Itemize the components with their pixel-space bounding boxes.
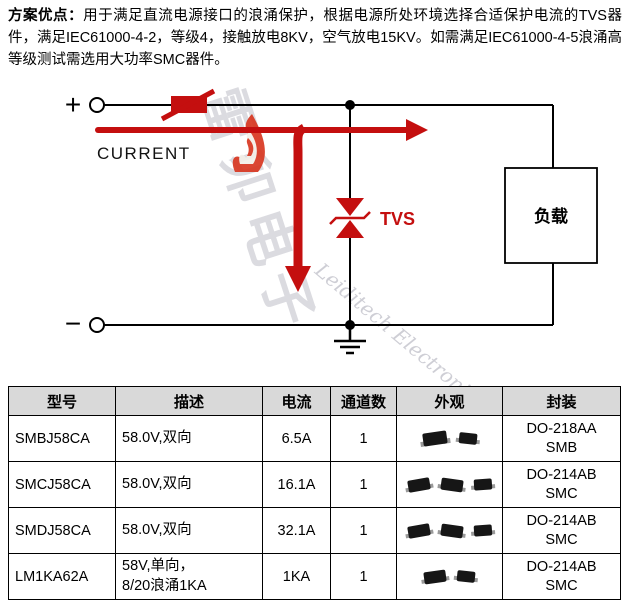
minus-label: − <box>65 308 81 339</box>
col-header-package: 封装 <box>502 386 621 416</box>
current-label: CURRENT <box>97 144 191 163</box>
smd-package-icon <box>436 477 466 492</box>
circuit-diagram: + − CURRENT TVS 负载 <box>65 88 598 355</box>
package-name: DO-214AB <box>526 558 597 575</box>
package-name: DO-214AB <box>526 466 597 483</box>
fuse-icon <box>160 88 216 122</box>
description-cell: 58V,单向， 8/20浪涌1KA <box>115 553 263 600</box>
current-cell: 6.5A <box>262 415 331 462</box>
current-cell: 1KA <box>262 553 331 600</box>
channels-cell: 1 <box>330 507 397 554</box>
channels-cell: 1 <box>330 553 397 600</box>
smd-package-icon <box>420 430 451 447</box>
current-arrow <box>95 119 428 141</box>
smd-package-icon <box>436 523 466 538</box>
table-row: SMCJ58CA 58.0V,双向 16.1A 1 <box>8 461 621 508</box>
current-cell: 32.1A <box>262 507 331 554</box>
appearance-cell <box>396 553 503 600</box>
description-line1: 58V,单向， <box>122 557 194 574</box>
table-row: SMDJ58CA 58.0V,双向 32.1A 1 <box>8 507 621 554</box>
description-line1: 58.0V,双向 <box>122 429 192 446</box>
minus-terminal-icon <box>89 317 105 333</box>
description-line2: 8/20浪涌1KA <box>122 577 207 594</box>
tvs-label: TVS <box>380 209 415 229</box>
scheme-advantage-label: 方案优点： <box>8 8 84 24</box>
smd-package-icon <box>404 476 434 493</box>
smd-package-icon <box>453 569 478 583</box>
current-cell: 16.1A <box>262 461 331 508</box>
channels-cell: 1 <box>330 415 397 462</box>
package-type: SMC <box>545 577 578 594</box>
smd-package-icon <box>470 478 495 490</box>
load-label: 负载 <box>534 206 568 226</box>
appearance-cell <box>396 461 503 508</box>
table-row: LM1KA62A 58V,单向， 8/20浪涌1KA 1KA 1 DO-214A… <box>8 553 621 600</box>
package-cell: DO-214AB SMC <box>502 461 621 508</box>
package-type: SMC <box>545 531 578 548</box>
col-header-model: 型号 <box>8 386 116 416</box>
table-row: SMBJ58CA 58.0V,双向 6.5A 1 DO-218AA <box>8 415 621 462</box>
appearance-cell <box>396 507 503 554</box>
model-cell: SMDJ58CA <box>8 507 116 554</box>
parts-table: 型号 描述 电流 通道数 外观 封装 SMBJ58CA 58.0V,双向 6.5… <box>8 386 621 600</box>
tvs-diode-icon <box>329 198 371 238</box>
description-cell: 58.0V,双向 <box>115 415 263 462</box>
channels-cell: 1 <box>330 461 397 508</box>
smd-package-icon <box>421 569 450 584</box>
smd-package-icon <box>404 522 434 539</box>
col-header-appearance: 外观 <box>396 386 503 416</box>
description-cell: 58.0V,双向 <box>115 461 263 508</box>
surge-arrow <box>285 123 311 292</box>
plus-label: + <box>65 89 81 120</box>
package-name: DO-218AA <box>526 420 597 437</box>
table-header-row: 型号 描述 电流 通道数 外观 封装 <box>8 386 621 416</box>
model-cell: LM1KA62A <box>8 553 116 600</box>
ground-icon <box>334 325 366 355</box>
package-type: SMB <box>545 439 578 456</box>
description-cell: 58.0V,双向 <box>115 507 263 554</box>
model-cell: SMCJ58CA <box>8 461 116 508</box>
package-name: DO-214AB <box>526 512 597 529</box>
model-cell: SMBJ58CA <box>8 415 116 462</box>
smd-package-icon <box>470 524 495 536</box>
package-cell: DO-214AB SMC <box>502 553 621 600</box>
scheme-advantage-text: 方案优点：用于满足直流电源接口的浪涌保护，根据电源所处环境选择合适保护电流的TV… <box>8 6 622 71</box>
plus-terminal-icon <box>89 97 105 113</box>
col-header-description: 描述 <box>115 386 263 416</box>
wires <box>104 104 554 326</box>
junction-dot-top <box>345 100 355 110</box>
col-header-current: 电流 <box>262 386 331 416</box>
smd-package-icon <box>455 431 480 445</box>
appearance-cell <box>396 415 503 462</box>
col-header-channels: 通道数 <box>330 386 397 416</box>
load-box <box>504 167 598 264</box>
package-cell: DO-214AB SMC <box>502 507 621 554</box>
package-type: SMC <box>545 485 578 502</box>
description-line1: 58.0V,双向 <box>122 521 192 538</box>
scheme-advantage-body: 用于满足直流电源接口的浪涌保护，根据电源所处环境选择合适保护电流的TVS器件，满… <box>8 8 623 68</box>
package-cell: DO-218AA SMB <box>502 415 621 462</box>
description-line1: 58.0V,双向 <box>122 475 192 492</box>
